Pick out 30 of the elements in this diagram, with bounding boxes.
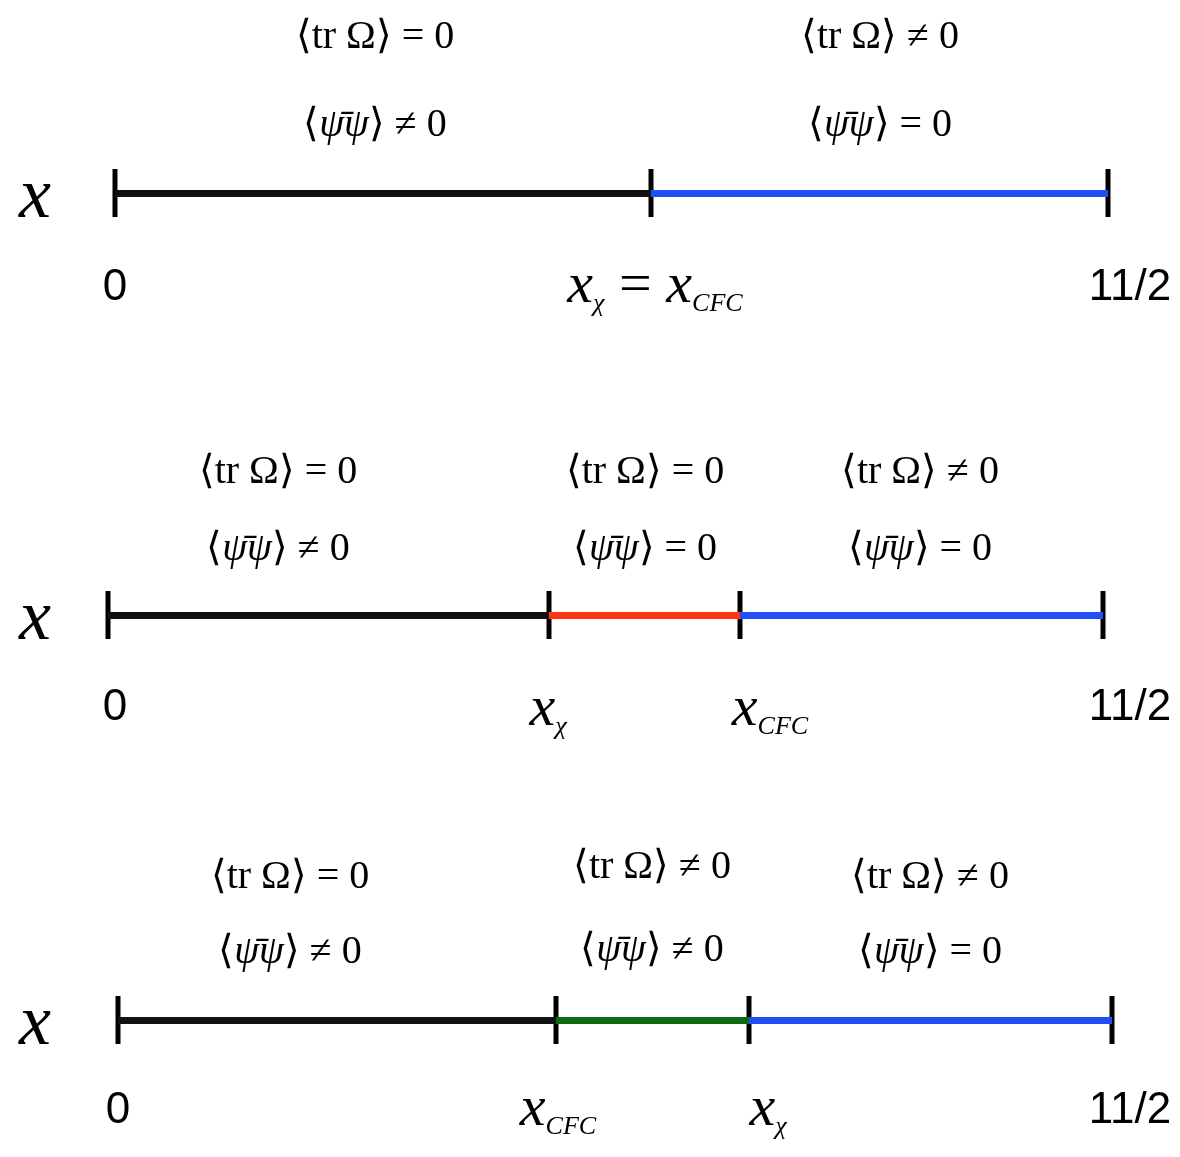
axis-variable-label: x: [19, 579, 51, 651]
tick-label: 0: [105, 1086, 131, 1130]
tick-label: 11/2: [1088, 1086, 1172, 1130]
condition-label: ⟨tr Ω⟩ ≠ 0: [849, 853, 1011, 897]
condition-label: ⟨ψ̄ψ⟩ = 0: [806, 101, 954, 145]
tick-label: x$_{χ}$ = x$_{CFC}$: [567, 253, 743, 317]
tick-label: x$_{CFC}$: [731, 676, 809, 740]
condition-label: ⟨tr Ω⟩ = 0: [564, 448, 726, 492]
tick-label: x$_{χ}$: [749, 1076, 787, 1140]
condition-label: ⟨ψ̄ψ⟩ ≠ 0: [217, 928, 363, 972]
tick-label: x$_{CFC}$: [519, 1076, 597, 1140]
tick-label: 0: [102, 263, 128, 307]
axis-variable-label: x: [19, 157, 51, 229]
condition-label: ⟨tr Ω⟩ ≠ 0: [571, 843, 733, 887]
tick-label: 11/2: [1088, 683, 1172, 727]
condition-label: ⟨ψ̄ψ⟩ ≠ 0: [302, 101, 448, 145]
tick-label: 11/2: [1088, 263, 1172, 307]
condition-label: ⟨ψ̄ψ⟩ ≠ 0: [579, 926, 725, 970]
condition-label: ⟨tr Ω⟩ ≠ 0: [839, 448, 1001, 492]
condition-label: ⟨ψ̄ψ⟩ = 0: [571, 525, 719, 569]
condition-label: ⟨tr Ω⟩ ≠ 0: [799, 13, 961, 57]
condition-label: ⟨tr Ω⟩ = 0: [294, 13, 456, 57]
condition-label: ⟨ψ̄ψ⟩ = 0: [856, 928, 1004, 972]
axis-variable-label: x: [19, 984, 51, 1056]
tick-label: 0: [102, 683, 128, 727]
tick-label: x$_{χ}$: [529, 676, 567, 740]
condition-label: ⟨ψ̄ψ⟩ ≠ 0: [205, 525, 351, 569]
condition-label: ⟨ψ̄ψ⟩ = 0: [846, 525, 994, 569]
condition-label: ⟨tr Ω⟩ = 0: [197, 448, 359, 492]
condition-label: ⟨tr Ω⟩ = 0: [209, 853, 371, 897]
